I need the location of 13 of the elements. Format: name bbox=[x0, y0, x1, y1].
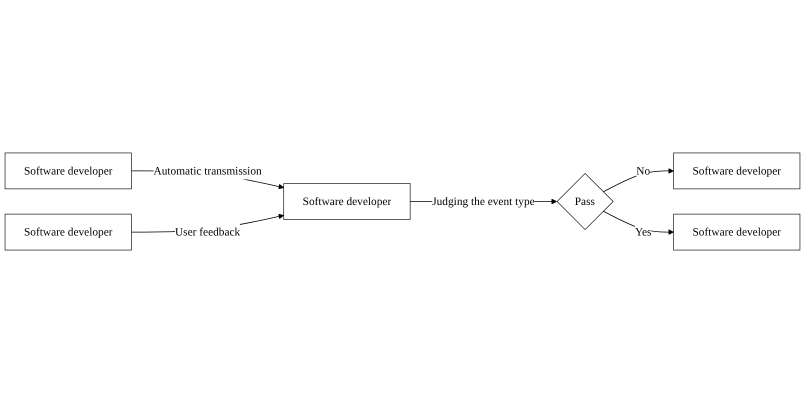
node-box: Software developer bbox=[673, 214, 800, 250]
edge-label: User feedback bbox=[174, 225, 240, 238]
edge-label: Judging the event type bbox=[432, 194, 535, 208]
edge-label: Yes bbox=[634, 225, 652, 238]
node-box: Software developer bbox=[283, 183, 410, 220]
arrow bbox=[602, 210, 674, 235]
edge-label: Automatic transmission bbox=[154, 164, 262, 177]
node-diamond: Pass bbox=[556, 172, 614, 230]
node-box: Software developer bbox=[4, 152, 132, 190]
edge-label: No bbox=[636, 164, 650, 177]
node-box: Software developer bbox=[673, 152, 800, 190]
arrow bbox=[602, 168, 674, 192]
node-box: Software developer bbox=[4, 214, 132, 250]
